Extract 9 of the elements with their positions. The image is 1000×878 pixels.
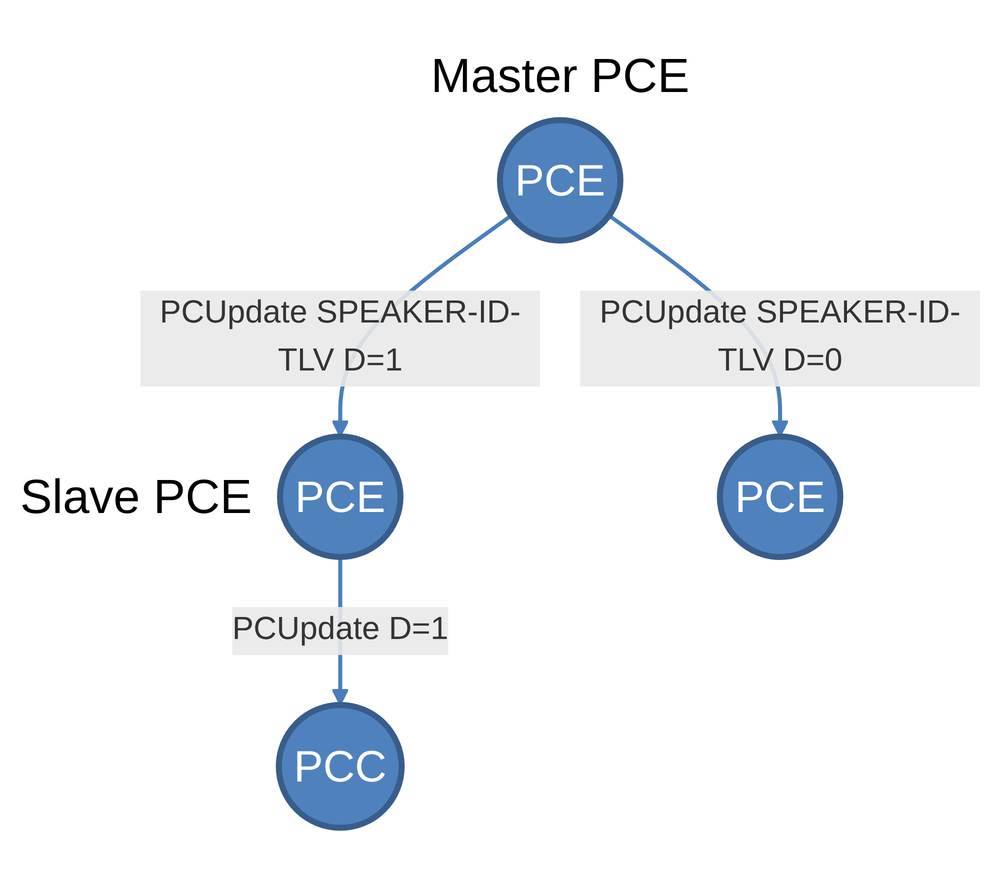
node-circle: PCC (276, 702, 405, 831)
edge-label: PCUpdate SPEAKER-ID-TLV D=1 (160, 296, 521, 379)
node-circle: PCE (496, 117, 624, 244)
edge-label: PCUpdate SPEAKER-ID-TLV D=0 (600, 296, 961, 379)
node-caption: Slave PCE (20, 470, 252, 524)
node-circle: PCE (277, 434, 404, 560)
node-circle: PCE (716, 434, 844, 560)
node-caption: Master PCE (430, 50, 690, 104)
edge-label: PCUpdate D=1 (232, 612, 448, 647)
